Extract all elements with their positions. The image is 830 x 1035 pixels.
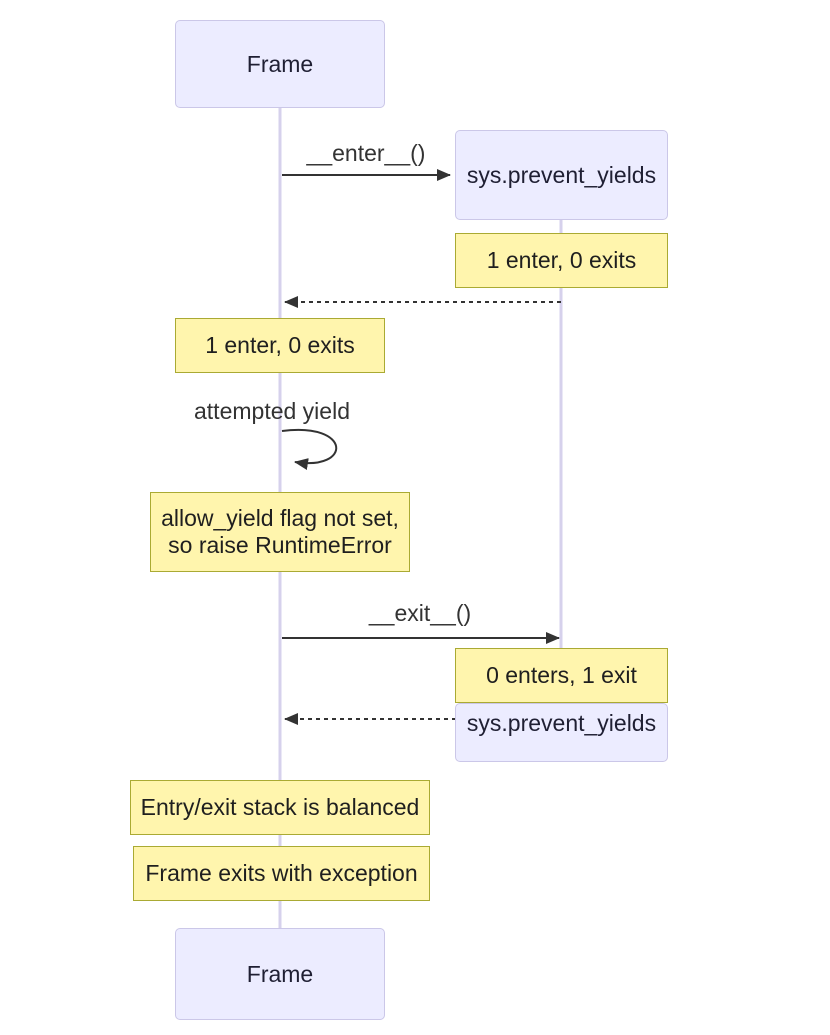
- note-sys-exit: 0 enters, 1 exit: [455, 648, 668, 703]
- actor-box-sys-top: sys.prevent_yields: [455, 130, 668, 220]
- note-sys-exit-text: 0 enters, 1 exit: [486, 662, 637, 688]
- note-exception: Frame exits with exception: [133, 846, 430, 901]
- note-sys-enter: 1 enter, 0 exits: [455, 233, 668, 288]
- actor-label-sys-bottom: sys.prevent_yields: [466, 710, 657, 736]
- note-yield-error-line1: allow_yield flag not set,: [161, 505, 399, 531]
- note-exception-text: Frame exits with exception: [145, 860, 418, 886]
- actor-box-sys-bottom: sys.prevent_yields: [455, 703, 668, 762]
- note-yield-error-line2: so raise RuntimeError: [168, 532, 392, 558]
- actor-label-frame-bottom: Frame: [246, 960, 314, 987]
- actor-label-sys-top: sys.prevent_yields: [466, 161, 657, 188]
- actor-label-frame-top: Frame: [246, 50, 314, 77]
- actor-box-frame-bottom: Frame: [175, 928, 385, 1020]
- self-loop-arrow: [281, 428, 338, 470]
- note-frame-enter: 1 enter, 0 exits: [175, 318, 385, 373]
- actor-box-frame-top: Frame: [175, 20, 385, 108]
- note-sys-enter-text: 1 enter, 0 exits: [486, 247, 637, 273]
- note-frame-enter-text: 1 enter, 0 exits: [205, 332, 355, 358]
- note-yield-error: allow_yield flag not set, so raise Runti…: [150, 492, 410, 572]
- note-balanced: Entry/exit stack is balanced: [130, 780, 430, 835]
- message-label-enter: __enter__(): [306, 140, 426, 166]
- note-balanced-text: Entry/exit stack is balanced: [140, 794, 420, 820]
- message-label-self-yield: attempted yield: [194, 398, 350, 424]
- message-label-exit: __exit__(): [368, 600, 472, 626]
